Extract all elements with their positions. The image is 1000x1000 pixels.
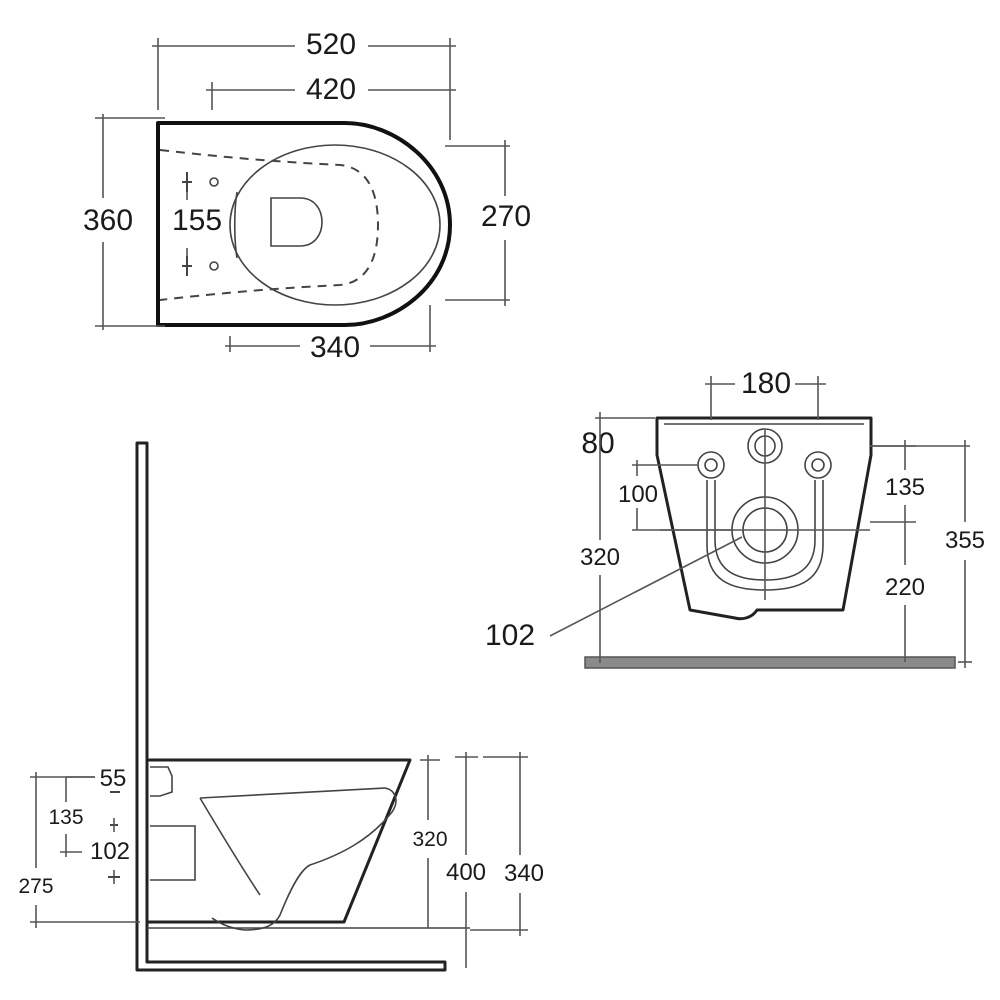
back-view-base-plate [584, 656, 956, 669]
dim-520: 520 [306, 28, 356, 61]
dim-55: 55 [100, 765, 127, 792]
dim-80: 80 [581, 427, 614, 460]
side-view-bowl [199, 787, 397, 931]
dim-360: 360 [83, 204, 133, 237]
dim-275: 275 [18, 875, 53, 898]
dim-340-top: 340 [310, 331, 360, 364]
top-view-rim-dashed [159, 149, 380, 301]
top-view-fixing-hole [209, 261, 219, 271]
back-view: 180 80 100 320 102 135 220 355 [485, 367, 985, 669]
dim-400: 400 [446, 859, 486, 886]
side-view-outline [145, 758, 412, 924]
dim-340-side: 340 [504, 860, 544, 887]
dim-320-back: 320 [580, 544, 620, 571]
top-view-seat-ellipse [229, 144, 441, 306]
top-view: 520 420 360 155 270 340 [83, 28, 531, 364]
top-view-outline [156, 121, 452, 327]
dim-180: 180 [741, 367, 791, 400]
dim-100: 100 [618, 481, 658, 508]
top-view-fixing-hole [209, 177, 219, 187]
dim-102-back: 102 [485, 619, 535, 652]
dim-135-back: 135 [885, 474, 925, 501]
dim-270: 270 [481, 200, 531, 233]
top-view-seat-line [233, 191, 238, 259]
top-view-bowl-opening [270, 197, 323, 247]
dim-355: 355 [945, 527, 985, 554]
back-view-bolt-hole [697, 451, 725, 479]
side-view-inlet [150, 766, 173, 797]
dim-102-side: 102 [90, 838, 130, 865]
dim-135-side: 135 [48, 806, 83, 829]
side-view-wall [135, 441, 447, 972]
side-view: 55 135 102 275 320 400 340 [18, 441, 544, 972]
dim-420: 420 [306, 73, 356, 106]
back-view-bolt-hole [804, 451, 832, 479]
dim-220: 220 [885, 574, 925, 601]
dim-155: 155 [172, 204, 222, 237]
back-view-outline [655, 416, 873, 621]
dim-320-side: 320 [412, 828, 447, 851]
